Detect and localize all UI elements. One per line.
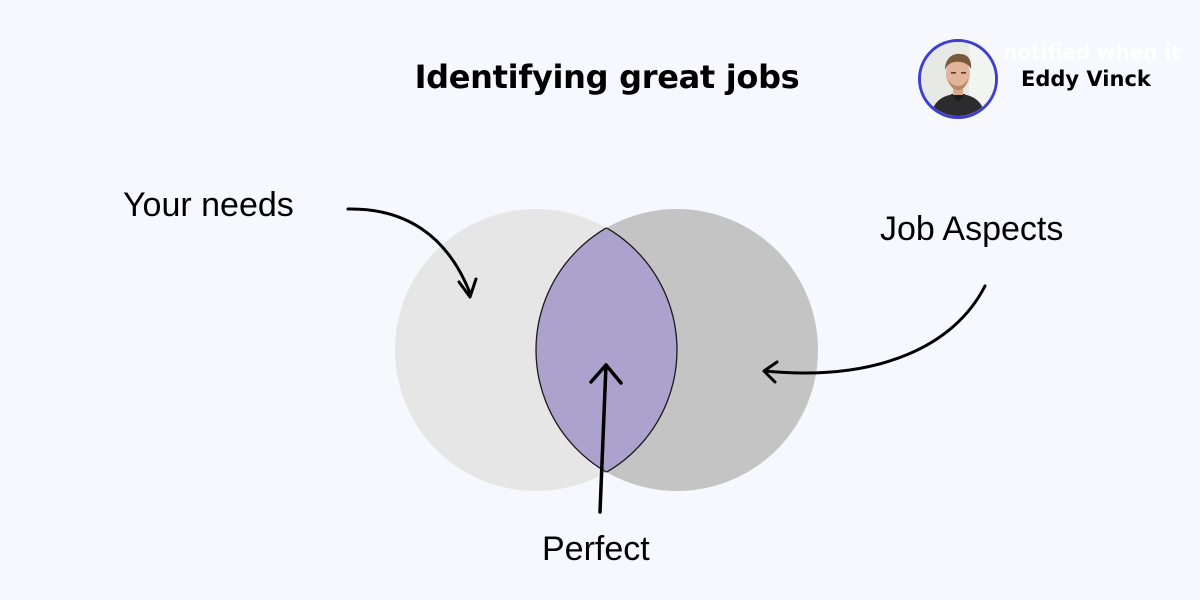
overlap-outline [536, 209, 678, 491]
needs-arrow [346, 207, 478, 299]
overlay-text: notified when it [1003, 40, 1181, 64]
overlap-region [535, 209, 677, 491]
author-name: Eddy Vinck [1021, 67, 1151, 91]
job-aspects-label: Job Aspects [880, 210, 1064, 248]
perfect-label: Perfect [542, 530, 650, 568]
your-needs-label: Your needs [123, 186, 294, 224]
perfect-arrow [589, 363, 623, 514]
author-avatar [918, 39, 998, 119]
aspects-arrow [762, 284, 987, 384]
page-title: Identifying great jobs [414, 58, 800, 96]
